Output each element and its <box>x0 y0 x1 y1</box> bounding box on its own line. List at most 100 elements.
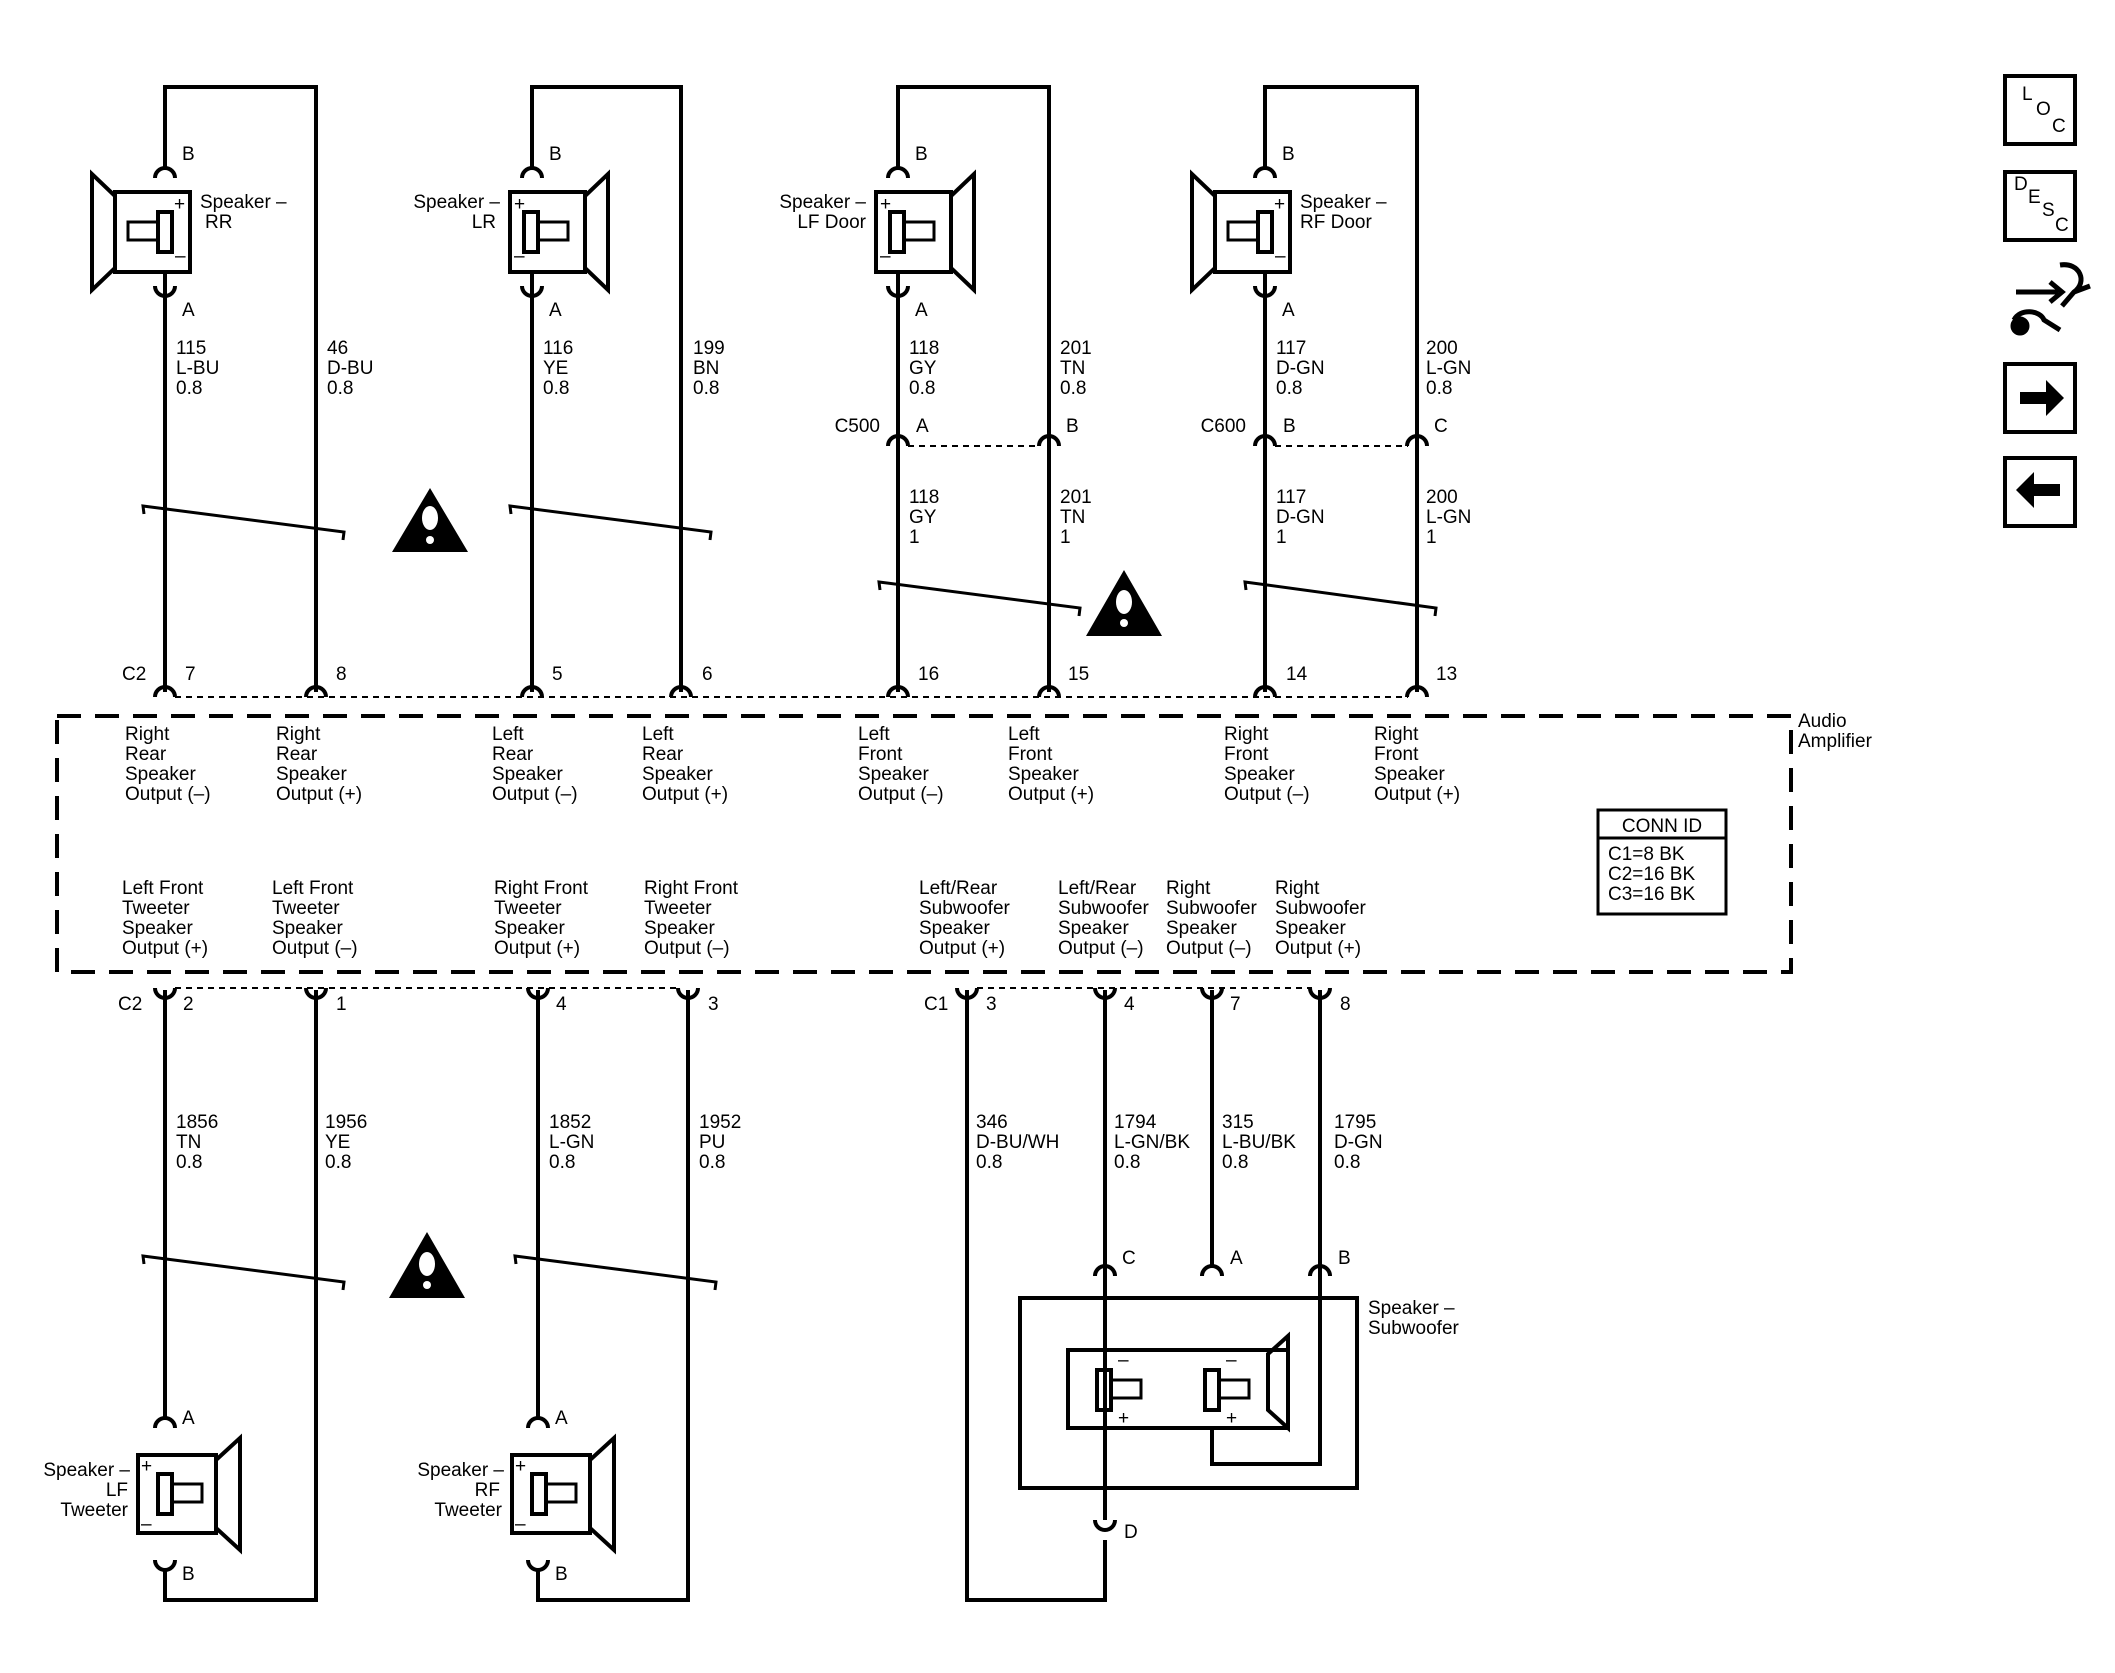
desc-letter: S <box>2042 200 2055 221</box>
amplifier-output-label: Output (–) <box>644 938 730 959</box>
pin-letter: A <box>916 416 929 437</box>
amplifier-output-label: Rear <box>125 744 167 765</box>
svg-text:Speaker –: Speaker – <box>200 192 287 213</box>
connector-c600-label: C600 <box>1201 416 1246 437</box>
amplifier-output-label: Speaker <box>919 918 990 939</box>
wire-label: 0.8 <box>1276 378 1302 399</box>
amplifier-output-label: Left Front <box>122 878 204 899</box>
wire-label: L-GN <box>1426 507 1471 528</box>
amplifier-output-label: Output (–) <box>1058 938 1144 959</box>
wire-label: TN <box>1060 507 1085 528</box>
wire-label: 0.8 <box>325 1152 351 1173</box>
amplifier-output-label: Right <box>1275 878 1320 899</box>
pin-letter: B <box>915 144 928 165</box>
wire-label: TN <box>1060 358 1085 379</box>
svg-text:–: – <box>880 246 891 267</box>
amplifier-name: Audio <box>1798 711 1847 732</box>
pin-letter: B <box>182 144 195 165</box>
amplifier-output-label: Output (+) <box>1008 784 1094 805</box>
amplifier-output-label: Output (+) <box>276 784 362 805</box>
amplifier-output-label: Left <box>642 724 674 745</box>
amplifier-output-label: Speaker <box>1374 764 1445 785</box>
wire-label: TN <box>176 1132 201 1153</box>
next-page-button[interactable] <box>2003 362 2077 434</box>
amplifier-pin-number: 8 <box>1340 994 1351 1015</box>
wire-label: 346 <box>976 1112 1008 1133</box>
right-arrow-icon <box>2020 380 2064 416</box>
amplifier-output-label: Front <box>1224 744 1269 765</box>
amplifier-output-label: Speaker <box>642 764 713 785</box>
wire-label: 0.8 <box>176 1152 202 1173</box>
amplifier-output-label: Speaker <box>276 764 347 785</box>
loc-button[interactable]: L O C <box>2003 74 2077 146</box>
svg-text:+: + <box>1226 1408 1237 1429</box>
wire-label: 0.8 <box>1060 378 1086 399</box>
loc-letter: C <box>2052 116 2066 137</box>
amplifier-output-label: Speaker <box>1166 918 1237 939</box>
amplifier-output-label: Speaker <box>1275 918 1346 939</box>
amplifier-output-label: Rear <box>642 744 684 765</box>
amplifier-pin-number: 8 <box>336 664 347 685</box>
svg-text:–: – <box>141 1514 152 1535</box>
loc-letter: L <box>2022 84 2033 105</box>
connector-dash-lines <box>175 445 1408 989</box>
speaker-rr-label: Speaker – RR <box>200 192 287 233</box>
amplifier-output-label: Tweeter <box>272 898 340 919</box>
amplifier-output-label: Subwoofer <box>1275 898 1367 919</box>
wire-label: 0.8 <box>1426 378 1452 399</box>
speaker-lf-tweeter-symbol <box>136 1433 242 1555</box>
desc-button[interactable]: D E S C <box>2003 170 2077 242</box>
wire-labels-bottom: 1856TN0.81956YE0.81852L-GN0.81952PU0.834… <box>176 1112 1383 1173</box>
svg-text:LF: LF <box>106 1480 128 1501</box>
wire-label: 0.8 <box>693 378 719 399</box>
wire-label: 201 <box>1060 487 1092 508</box>
amplifier-output-label: Output (+) <box>642 784 728 805</box>
amplifier-output-label: Subwoofer <box>1166 898 1258 919</box>
left-arrow-icon <box>2016 472 2060 508</box>
amplifier-output-label: Left <box>492 724 524 745</box>
amplifier-output-label: Right <box>1374 724 1419 745</box>
svg-text:Speaker –: Speaker – <box>43 1460 130 1481</box>
pin-terminals <box>153 166 1429 1572</box>
amplifier-pin-number: 7 <box>185 664 196 685</box>
amplifier-output-label: Tweeter <box>494 898 562 919</box>
pin-letter: C <box>1122 1248 1136 1269</box>
audio-amplifier-box <box>55 714 1793 974</box>
svg-text:+: + <box>174 194 185 215</box>
wire-label: 0.8 <box>176 378 202 399</box>
amplifier-pin-number: 15 <box>1068 664 1089 685</box>
amplifier-output-label: Output (–) <box>492 784 578 805</box>
amplifier-output-label: Output (+) <box>494 938 580 959</box>
wire-label: D-BU/WH <box>976 1132 1059 1153</box>
pin-letter: A <box>915 300 928 321</box>
conn-id-row: C3=16 BK <box>1608 884 1695 905</box>
speaker-lf-tweeter-label: Speaker – LF Tweeter <box>43 1460 130 1521</box>
svg-text:LR: LR <box>472 212 496 233</box>
wire-label: 0.8 <box>327 378 353 399</box>
pin-letter: B <box>549 144 562 165</box>
amplifier-output-label: Rear <box>276 744 318 765</box>
diagram-labels: Speaker – RR Speaker – LR Speaker – LF D… <box>43 144 1872 1585</box>
pin-letter: B <box>1283 416 1296 437</box>
pin-letter: A <box>549 300 562 321</box>
wire-label: YE <box>543 358 568 379</box>
wire-label: 116 <box>543 338 573 359</box>
previous-page-button[interactable] <box>2003 456 2077 528</box>
amplifier-output-label: Tweeter <box>122 898 190 919</box>
loc-letter: O <box>2036 99 2051 120</box>
connector-label: C2 <box>118 994 142 1015</box>
tools-icon[interactable] <box>2010 262 2091 336</box>
amplifier-output-label: Speaker <box>492 764 563 785</box>
speaker-rf-tweeter-symbol <box>510 1433 616 1555</box>
amplifier-output-label: Speaker <box>122 918 193 939</box>
svg-text:RR: RR <box>205 212 232 233</box>
twisted-pair-markers <box>141 504 1438 1291</box>
svg-text:+: + <box>515 1456 526 1477</box>
wire-label: 1 <box>1426 527 1437 548</box>
wire-label: 0.8 <box>549 1152 575 1173</box>
svg-text:–: – <box>515 1514 526 1535</box>
wire-label: 117 <box>1276 487 1306 508</box>
svg-text:Speaker –: Speaker – <box>779 192 866 213</box>
amplifier-output-label: Speaker <box>1058 918 1129 939</box>
